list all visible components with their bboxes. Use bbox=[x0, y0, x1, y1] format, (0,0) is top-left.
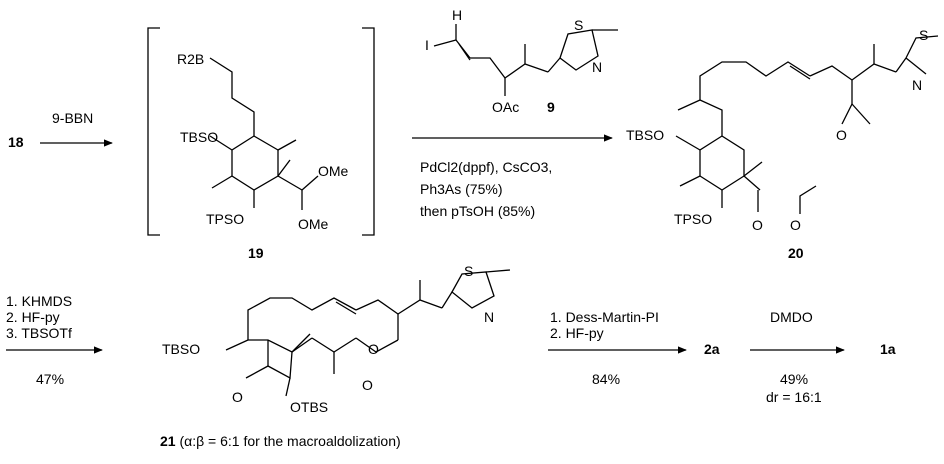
compound-20-label: 20 bbox=[788, 245, 804, 261]
structure-9: H I S N OAc bbox=[425, 7, 618, 115]
structure-20: S N O TBSO TPSO O O bbox=[626, 27, 939, 233]
svg-text:OMe: OMe bbox=[298, 216, 329, 232]
compound-19-label: 19 bbox=[248, 245, 264, 261]
reagent-9-bbn: 9-BBN bbox=[52, 110, 93, 126]
reagent-pd-line3: then pTsOH (85%) bbox=[420, 203, 535, 219]
yield-step5: 49% bbox=[780, 371, 808, 387]
reagent-pd-line2: Ph3As (75%) bbox=[420, 181, 502, 197]
reagent-dess-martin: 1. Dess-Martin-PI bbox=[550, 309, 659, 325]
compound-21-caption: 21 (α:β = 6:1 for the macroaldolization) bbox=[160, 433, 401, 449]
svg-text:O: O bbox=[232, 389, 243, 405]
compound-9-label: 9 bbox=[547, 99, 555, 115]
svg-text:H: H bbox=[452, 7, 462, 23]
reagent-khmds: 1. KHMDS bbox=[6, 293, 72, 309]
reagent-tbsotf: 3. TBSOTf bbox=[6, 325, 72, 341]
svg-text:N: N bbox=[912, 77, 922, 93]
reagent-dmdo: DMDO bbox=[770, 309, 813, 325]
svg-text:OMe: OMe bbox=[318, 163, 349, 179]
svg-text:O: O bbox=[836, 127, 847, 143]
bracket-right bbox=[362, 27, 375, 236]
svg-text:R2B: R2B bbox=[177, 51, 204, 67]
svg-text:TPSO: TPSO bbox=[206, 211, 244, 227]
svg-text:I: I bbox=[425, 37, 429, 53]
svg-text:N: N bbox=[484, 309, 494, 325]
yield-step3: 47% bbox=[36, 371, 64, 387]
svg-text:O: O bbox=[790, 217, 801, 233]
svg-text:TBSO: TBSO bbox=[162, 341, 200, 357]
bracket-left bbox=[147, 27, 160, 236]
structure-19: R2B TBSO OMe TPSO OMe bbox=[177, 51, 349, 232]
svg-text:S: S bbox=[574, 17, 583, 33]
svg-text:TPSO: TPSO bbox=[674, 211, 712, 227]
dr-step5: dr = 16:1 bbox=[766, 389, 822, 405]
svg-text:S: S bbox=[464, 263, 473, 279]
reagent-hfpy-2: 2. HF-py bbox=[550, 325, 604, 341]
reagent-hfpy-1: 2. HF-py bbox=[6, 309, 60, 325]
compound-1a-label: 1a bbox=[880, 341, 896, 357]
svg-text:O: O bbox=[368, 341, 379, 357]
svg-text:N: N bbox=[592, 59, 602, 75]
reagent-pd-line1: PdCl2(dppf), CsCO3, bbox=[420, 159, 552, 175]
compound-2a-label: 2a bbox=[704, 341, 720, 357]
svg-text:O: O bbox=[362, 377, 373, 393]
svg-text:OTBS: OTBS bbox=[290, 399, 328, 415]
svg-text:S: S bbox=[919, 27, 928, 43]
compound-18-label: 18 bbox=[8, 134, 24, 150]
svg-text:TBSO: TBSO bbox=[180, 129, 218, 145]
svg-text:OAc: OAc bbox=[492, 99, 519, 115]
svg-text:TBSO: TBSO bbox=[626, 127, 664, 143]
svg-text:O: O bbox=[752, 217, 763, 233]
structure-21: S N TBSO O O OTBS O bbox=[162, 263, 511, 415]
yield-step4: 84% bbox=[592, 371, 620, 387]
